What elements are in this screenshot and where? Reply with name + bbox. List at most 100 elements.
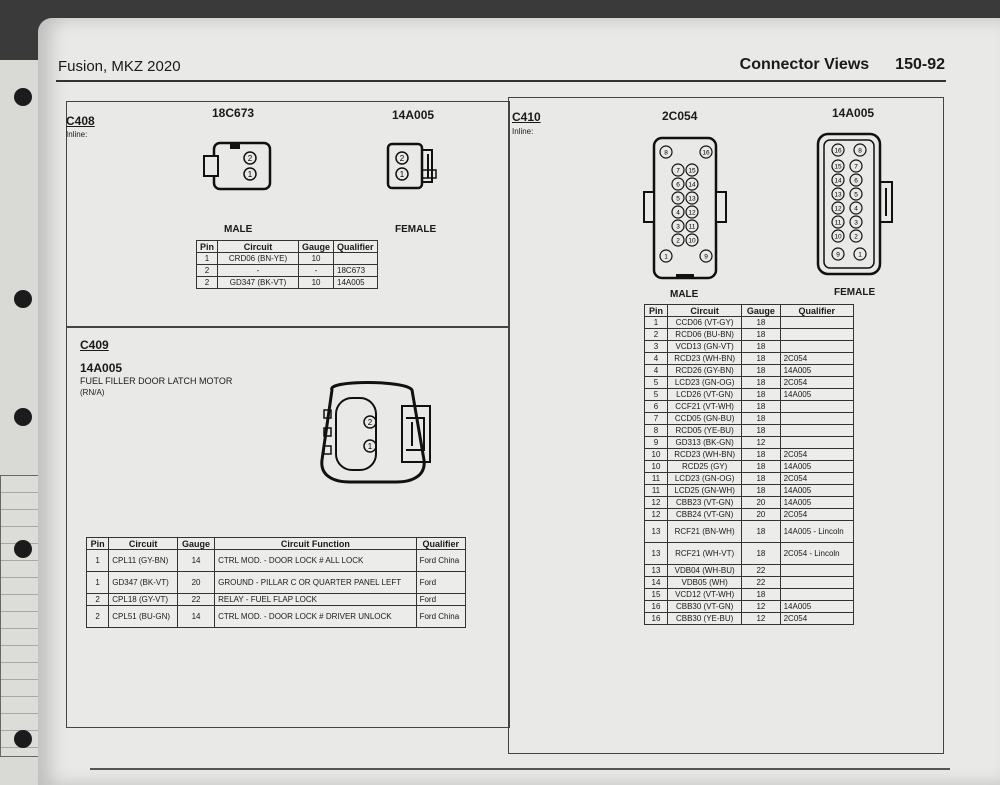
table-cell: 14A005 <box>779 484 855 497</box>
footer-rule <box>90 768 950 770</box>
table-cell: 13 <box>644 520 668 543</box>
table-cell: 2C054 <box>779 612 855 625</box>
adjacent-page-table <box>0 475 44 757</box>
table-cell: CCD05 (GN-BU) <box>666 412 743 425</box>
table-cell: CTRL MOD. - DOOR LOCK # ALL LOCK <box>214 549 417 572</box>
table-cell: 14A005 <box>779 600 855 613</box>
c408-female-label: FEMALE <box>395 224 437 235</box>
table-cell: 20 <box>176 571 216 594</box>
table-cell: 22 <box>176 593 216 606</box>
connector-pin-number: 6 <box>854 178 858 185</box>
table-cell: 18 <box>741 588 781 601</box>
table-cell: Ford <box>415 593 467 606</box>
connector-pin <box>685 177 699 191</box>
col-circuit: Circuit <box>217 240 300 253</box>
table-cell: 12 <box>644 508 668 521</box>
connector-pin-number: 10 <box>688 238 696 245</box>
binder-hole <box>14 408 32 426</box>
col-circuit: Circuit <box>108 537 178 550</box>
svg-text:1: 1 <box>248 170 253 179</box>
table-cell: 20 <box>741 508 781 521</box>
table-cell: 2 <box>85 605 110 628</box>
table-cell: 15 <box>644 588 668 601</box>
table-cell: Ford China <box>415 549 467 572</box>
table-cell <box>779 576 855 589</box>
table-cell: 18 <box>741 400 781 413</box>
table-cell: 1 <box>195 252 219 265</box>
table-cell: 1 <box>85 549 110 572</box>
table-cell: 2 <box>195 276 219 289</box>
connector-pin-number: 12 <box>688 210 696 217</box>
connector-pin <box>685 205 699 219</box>
c408-type: Inline: <box>66 130 88 139</box>
svg-text:2: 2 <box>368 418 373 427</box>
table-cell: RCD23 (WH-BN) <box>666 448 743 461</box>
connector-pin-number: 7 <box>676 168 680 175</box>
table-cell: 10 <box>644 448 668 461</box>
table-cell: Ford <box>415 571 467 594</box>
table-cell: - <box>217 264 300 277</box>
connector-pin <box>849 229 863 243</box>
c410-id: C410 <box>512 110 541 124</box>
table-cell <box>779 588 855 601</box>
connector-pin-number: 13 <box>834 192 842 199</box>
table-cell: CCF21 (VT-WH) <box>666 400 743 413</box>
connector-pin-number: 7 <box>854 164 858 171</box>
connector-pin <box>671 177 685 191</box>
connector-pin-number: 4 <box>676 210 680 217</box>
table-cell: 18 <box>741 448 781 461</box>
table-row: 2--18C673 <box>195 264 378 277</box>
col-pin: Pin <box>195 240 219 253</box>
c408-panel <box>66 101 510 328</box>
table-cell: 7 <box>644 412 668 425</box>
col-qualifier: Qualifier <box>333 240 378 253</box>
col-gauge: Gauge <box>298 240 335 253</box>
c409-pin-table: Pin Circuit Gauge Circuit Function Quali… <box>85 537 467 628</box>
table-cell <box>333 252 378 265</box>
connector-pin-number: 4 <box>854 206 858 213</box>
table-cell: 14A005 <box>779 460 855 473</box>
connector-pin-number: 10 <box>834 234 842 241</box>
connector-pin <box>685 191 699 205</box>
binder-hole <box>14 540 32 558</box>
c410-panel <box>508 97 944 754</box>
connector-pin <box>831 247 845 261</box>
c409-part: 14A005 <box>80 361 123 375</box>
table-cell: 12 <box>741 436 781 449</box>
table-cell: 18 <box>741 484 781 497</box>
table-cell: 18C673 <box>333 264 378 277</box>
document-title: Fusion, MKZ 2020 <box>58 58 181 75</box>
connector-pin <box>849 159 863 173</box>
table-cell: 2C054 <box>779 448 855 461</box>
binder-hole <box>14 290 32 308</box>
table-cell: RCF21 (BN-WH) <box>666 520 743 543</box>
table-cell: 5 <box>644 376 668 389</box>
c408-male-part: 18C673 <box>212 106 255 120</box>
c410-female-label: FEMALE <box>834 287 876 298</box>
table-cell: CBB23 (VT-GN) <box>666 496 743 509</box>
c410-male-label: MALE <box>670 289 699 300</box>
table-cell: RCD05 (YE-BU) <box>666 424 743 437</box>
table-cell: 10 <box>298 252 335 265</box>
svg-text:2: 2 <box>248 154 253 163</box>
connector-pin-number: 13 <box>688 196 696 203</box>
connector-pin <box>831 229 845 243</box>
connector-pin-number: 3 <box>854 220 858 227</box>
binder-hole <box>14 88 32 106</box>
table-cell: VDB04 (WH-BU) <box>666 564 743 577</box>
table-cell: 14A005 <box>779 388 855 401</box>
table-cell: 13 <box>644 564 668 577</box>
table-cell: RCD06 (BU-BN) <box>666 328 743 341</box>
table-cell: 18 <box>741 316 781 329</box>
col-circuit-function: Circuit Function <box>214 537 417 550</box>
